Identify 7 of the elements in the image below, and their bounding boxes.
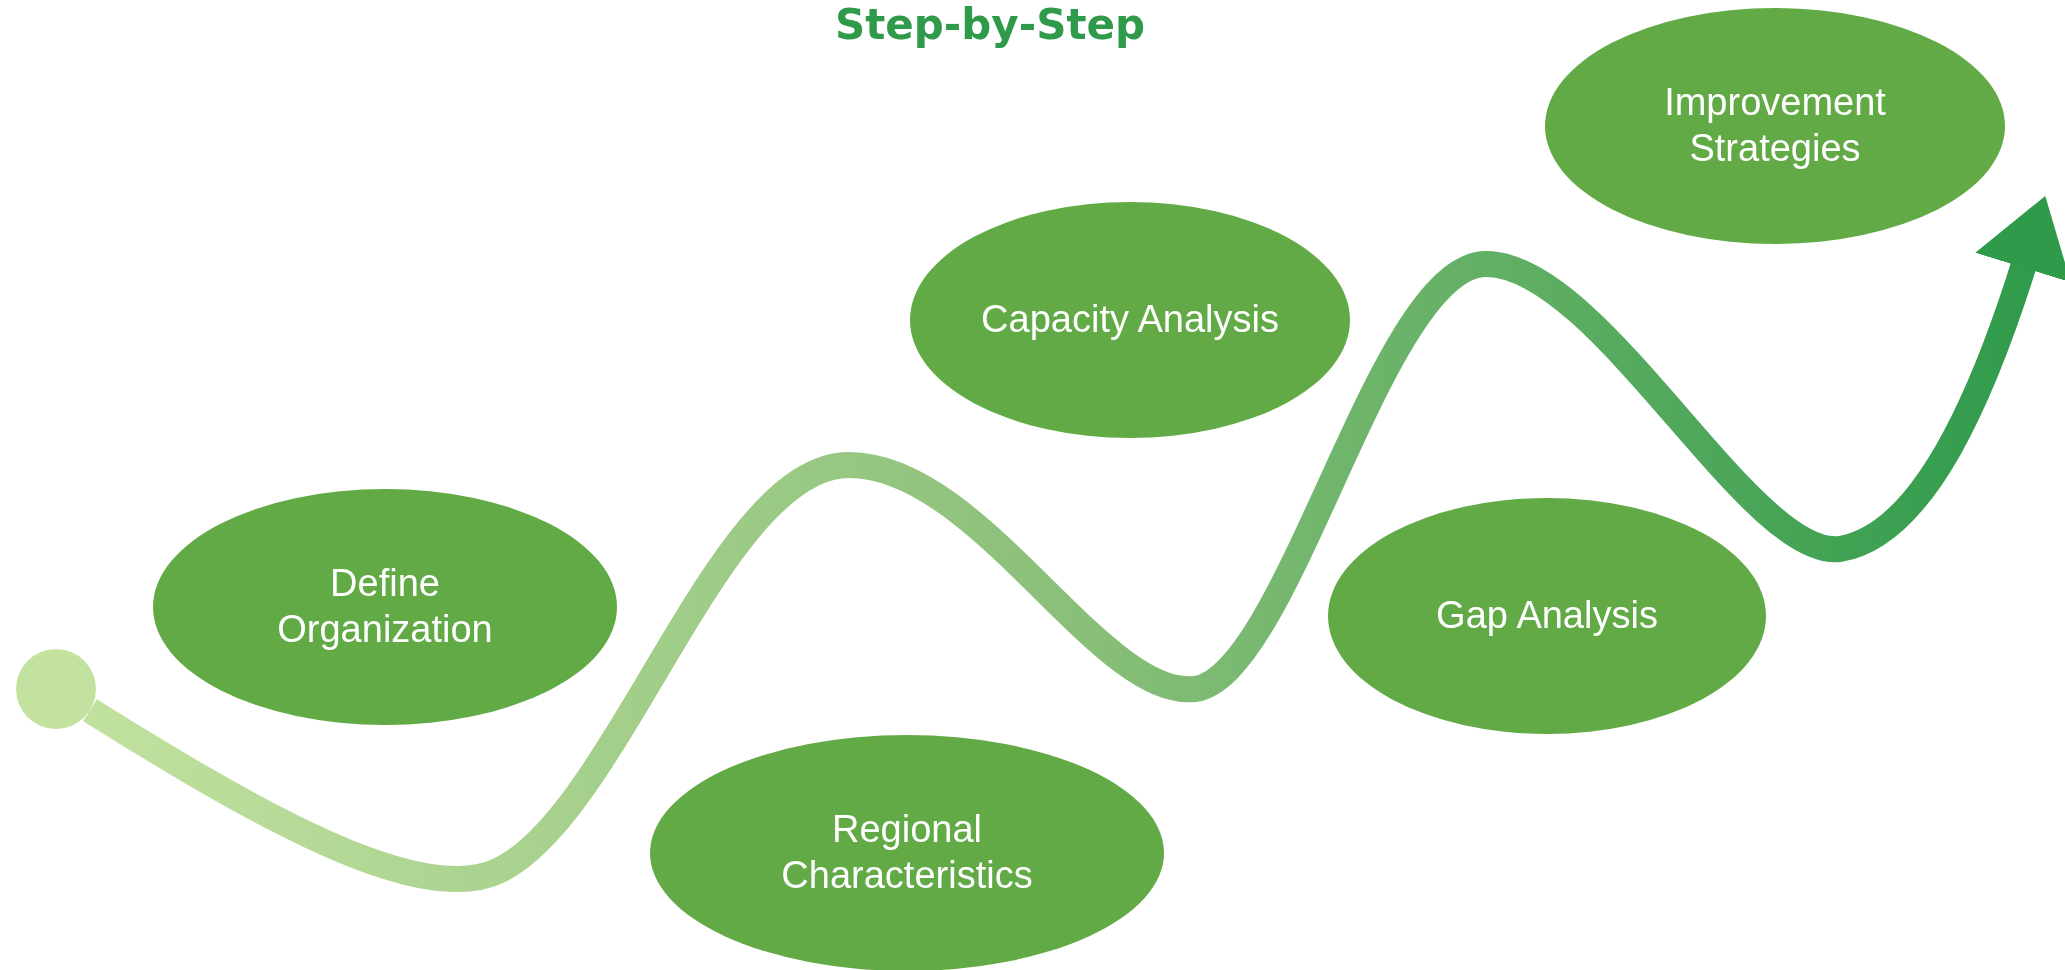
step-ellipse: Regional Characteristics [650, 735, 1164, 970]
step-ellipse: Gap Analysis [1328, 498, 1766, 734]
step-ellipse: Improvement Strategies [1545, 8, 2005, 244]
step-ellipse: Capacity Analysis [910, 202, 1350, 438]
title: Step-by-Step [834, 0, 1146, 49]
step-ellipse: Define Organization [153, 489, 617, 725]
wave-arrow [83, 196, 2065, 892]
